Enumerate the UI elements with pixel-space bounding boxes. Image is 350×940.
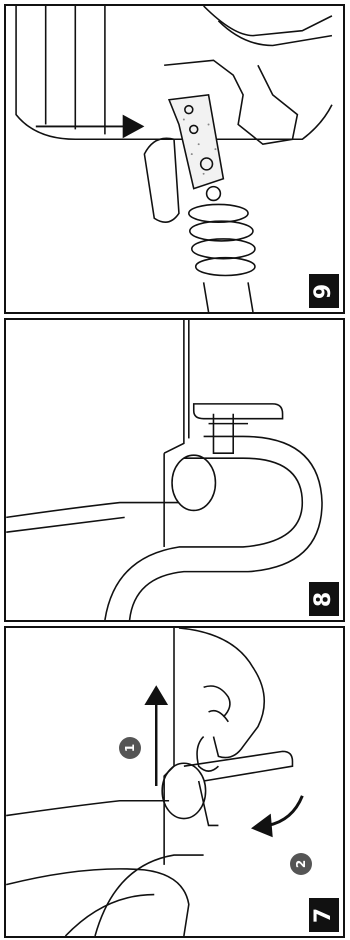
curved-arrow-icon [251,796,302,837]
illustration-8 [6,320,343,620]
step-panel-8: 8 [4,318,345,622]
arrow-up-icon [144,685,168,786]
step-number: 7 [312,907,337,922]
arrow-right-icon [36,115,145,139]
step-number-badge: 7 [309,898,339,932]
illustration-7 [6,628,343,936]
step-number: 9 [312,283,337,298]
step-number-badge: 8 [309,582,339,616]
step-panel-7: 1 2 7 [4,626,345,938]
step-marker-1: 1 [119,737,141,759]
step-number-badge: 9 [309,274,339,308]
step-number: 8 [312,591,337,606]
step-marker-2: 2 [290,853,312,875]
step-panel-9: 9 [4,4,345,314]
illustration-9 [6,6,343,312]
